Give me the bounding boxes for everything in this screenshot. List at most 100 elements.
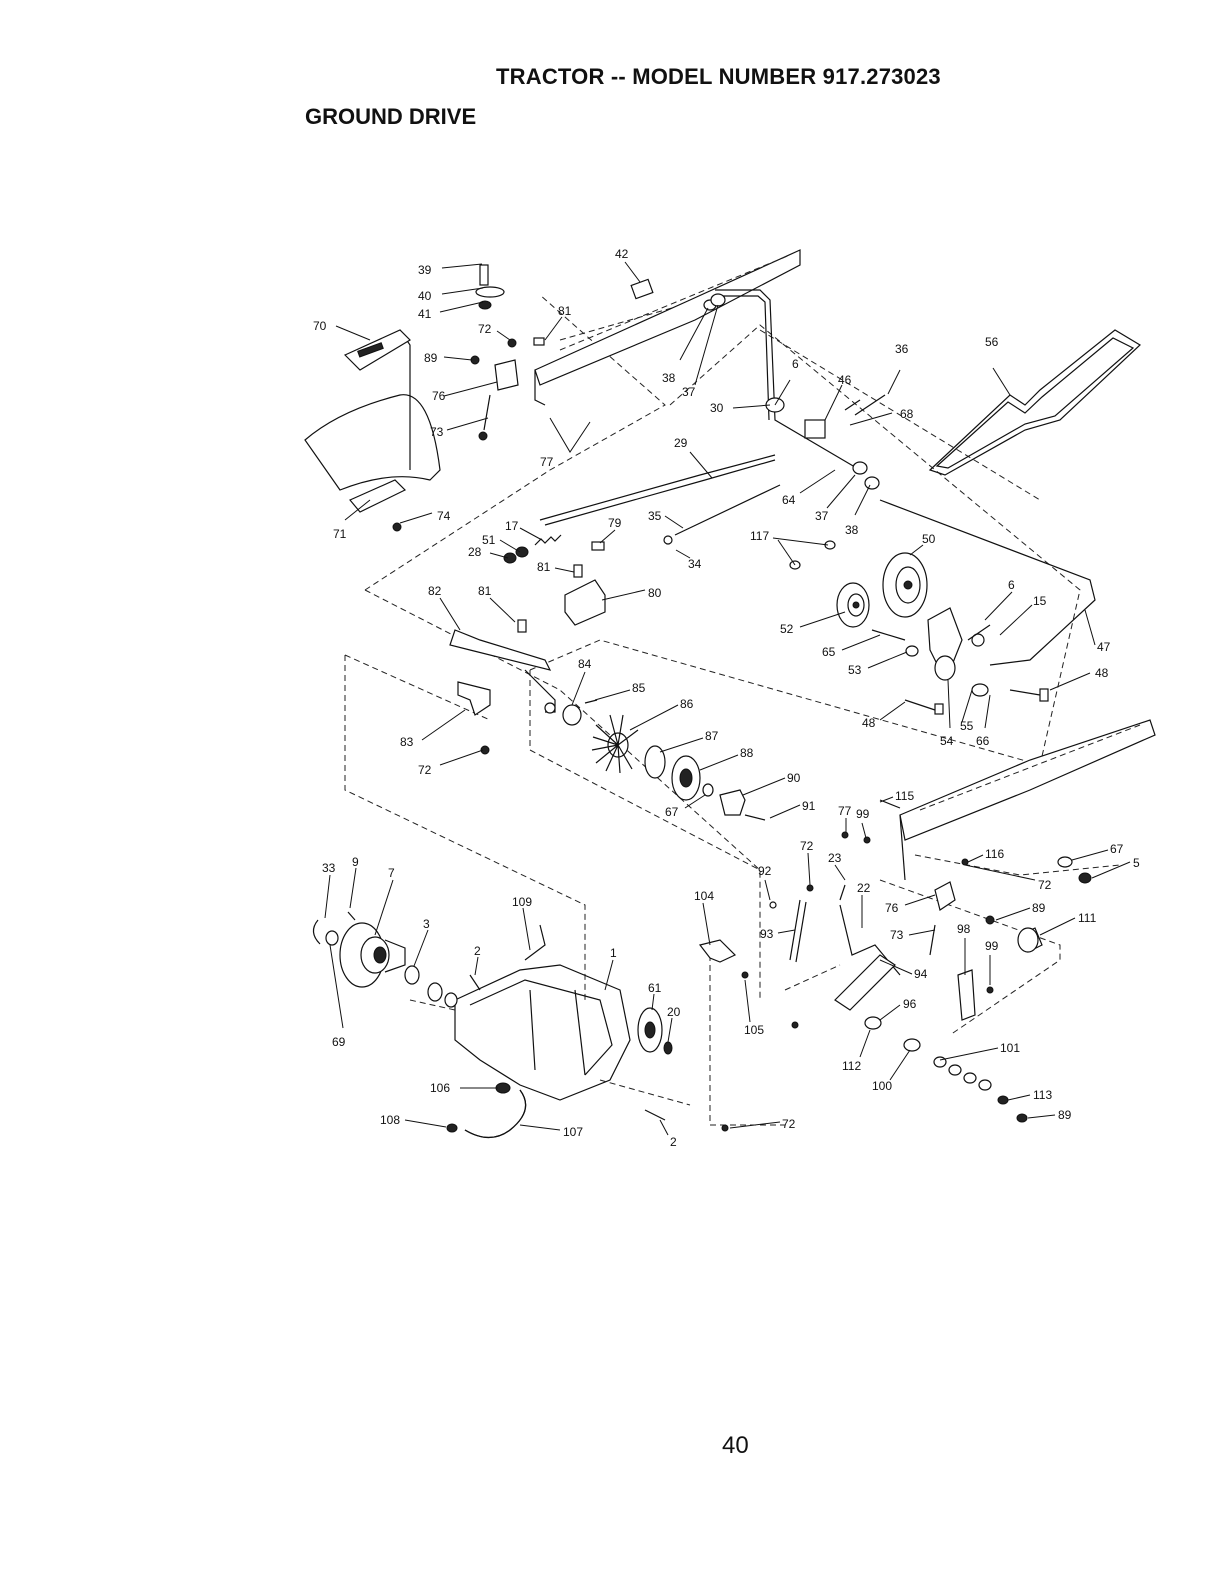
brake-parts [864, 1016, 1028, 1123]
callout: 46 [838, 373, 852, 387]
callout: 20 [667, 1005, 681, 1019]
bracket-76-lower [929, 881, 995, 956]
cooling-fan [591, 714, 639, 774]
callout: 55 [960, 719, 974, 733]
callout: 41 [418, 307, 432, 321]
callout: 85 [632, 681, 646, 695]
callout: 89 [1032, 901, 1046, 915]
callout: 2 [670, 1135, 677, 1149]
frame-rail-lower [899, 719, 1156, 881]
callout: 6 [1008, 578, 1015, 592]
lever-82 [449, 629, 552, 671]
bracket-80 [564, 579, 606, 626]
frame-rail-upper [534, 249, 801, 406]
callout: 69 [332, 1035, 346, 1049]
callout: 70 [313, 319, 327, 333]
callout: 74 [437, 509, 451, 523]
callout: 113 [1033, 1088, 1052, 1102]
callout: 106 [430, 1081, 450, 1095]
vent-hose [446, 1082, 527, 1139]
callout: 30 [710, 401, 724, 415]
callout: 35 [648, 509, 662, 523]
callout: 6 [792, 357, 799, 371]
callout: 29 [674, 436, 688, 450]
callout: 96 [903, 997, 917, 1011]
section-heading: GROUND DRIVE [305, 104, 477, 129]
callout: 1 [610, 946, 617, 960]
callout: 34 [688, 557, 702, 571]
callout: 50 [922, 532, 936, 546]
callout: 79 [608, 516, 622, 530]
callout: 67 [1110, 842, 1124, 856]
callout: 77 [838, 804, 852, 818]
rods [539, 454, 1096, 666]
idler-arm [927, 607, 991, 697]
callout: 40 [418, 289, 432, 303]
callout: 28 [468, 545, 482, 559]
callout: 38 [845, 523, 859, 537]
link-93 [769, 884, 814, 963]
callout: 23 [828, 851, 842, 865]
spring-17 [503, 534, 562, 564]
callout: 82 [428, 584, 442, 598]
lever-bracket [475, 264, 519, 441]
callout: 109 [512, 895, 532, 909]
callout: 37 [682, 385, 696, 399]
callout: 72 [800, 839, 814, 853]
brake-lever [834, 884, 901, 1011]
callout: 64 [782, 493, 796, 507]
callout: 101 [1000, 1041, 1020, 1055]
callout: 94 [914, 967, 928, 981]
page-number: 40 [722, 1432, 749, 1459]
callout: 48 [1095, 666, 1109, 680]
leader-lines [324, 261, 1131, 1136]
callout: 15 [1033, 594, 1047, 608]
bracket-104 [698, 939, 749, 979]
callout: 73 [890, 928, 904, 942]
callout-labels: 39 40 41 42 81 70 72 89 76 73 77 38 37 3… [313, 247, 1140, 1149]
callout: 71 [333, 527, 347, 541]
callout: 104 [694, 889, 714, 903]
callout: 105 [744, 1023, 764, 1037]
callout: 7 [388, 866, 395, 880]
callout: 61 [648, 981, 662, 995]
bracket-98 [957, 927, 1043, 1021]
callout: 68 [900, 407, 914, 421]
callout: 37 [815, 509, 829, 523]
assembly-outlines [344, 294, 1121, 1126]
callout: 72 [478, 322, 492, 336]
lever-84 [524, 669, 556, 714]
callout: 93 [760, 927, 774, 941]
idler-pulleys [789, 540, 928, 628]
callout: 17 [505, 519, 519, 533]
callout: 89 [1058, 1108, 1072, 1122]
callout: 116 [985, 847, 1004, 861]
callout: 80 [648, 586, 662, 600]
callout: 83 [400, 735, 414, 749]
callout: 38 [662, 371, 676, 385]
callout: 84 [578, 657, 592, 671]
callout: 86 [680, 697, 694, 711]
callout: 87 [705, 729, 719, 743]
callout: 81 [558, 304, 572, 318]
callout: 65 [822, 645, 836, 659]
speed-control-plate [343, 329, 411, 371]
callout: 107 [563, 1125, 583, 1139]
plate-71 [349, 479, 407, 513]
callout: 77 [540, 455, 554, 469]
callout: 36 [895, 342, 909, 356]
wheel-hub [312, 911, 458, 1008]
callout: 54 [940, 734, 954, 748]
callout: 72 [782, 1117, 796, 1131]
callout: 76 [885, 901, 899, 915]
callout: 117 [750, 529, 769, 543]
callout: 90 [787, 771, 801, 785]
callout: 52 [780, 622, 794, 636]
callout: 3 [423, 917, 430, 931]
callout: 47 [1097, 640, 1111, 654]
callout: 42 [615, 247, 629, 261]
callout: 22 [857, 881, 871, 895]
callout: 98 [957, 922, 971, 936]
callout: 111 [1078, 911, 1097, 925]
